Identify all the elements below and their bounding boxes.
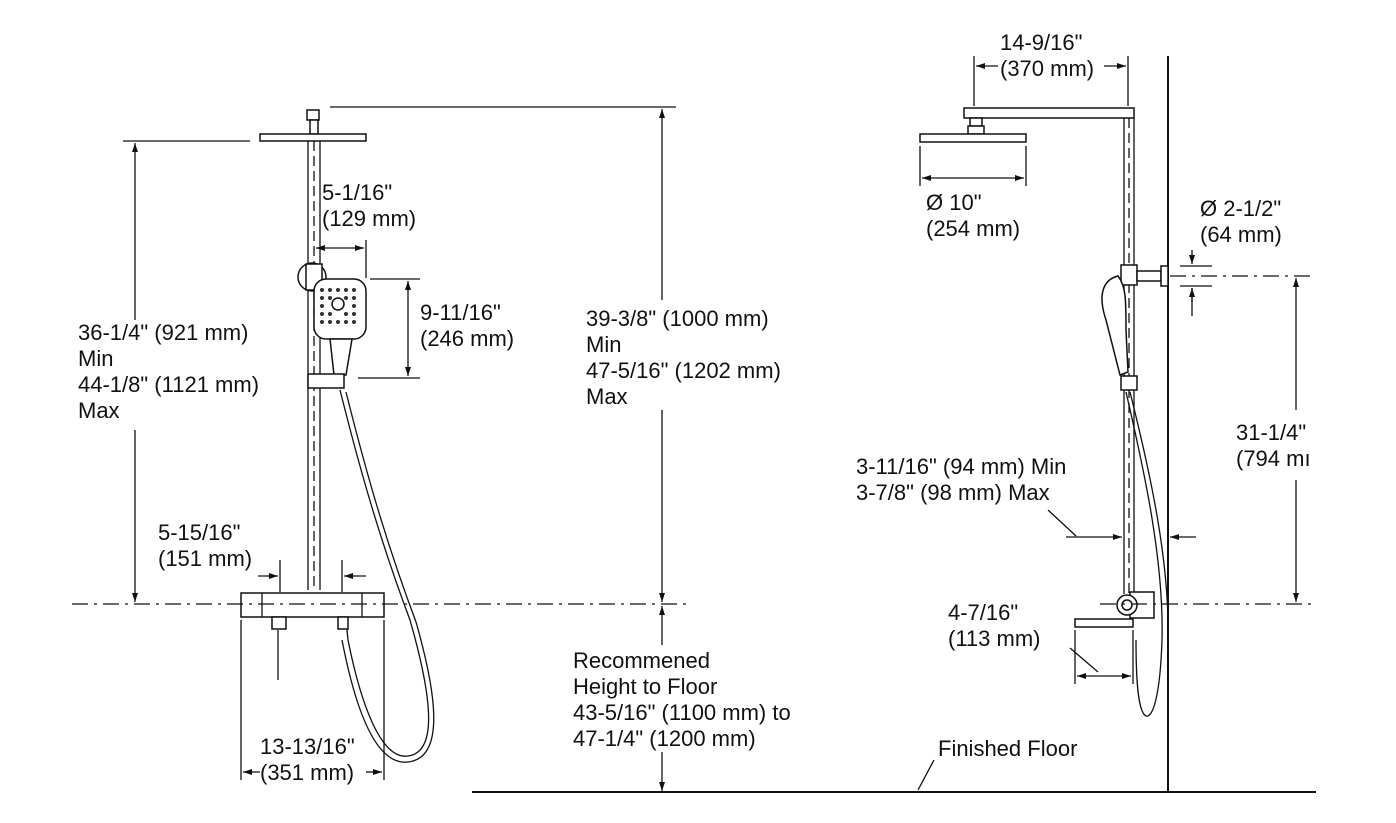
front-handshower [297,262,367,389]
handshower-offset-label: 5-1/16" (129 mm) [322,180,417,231]
side-overhead-arm [919,107,1135,143]
front-view [72,106,686,791]
front-handshower-nozzles [320,288,356,324]
front-rain-head [259,109,367,142]
flange-diameter-label: Ø 2-1/2" (64 mm) [1200,196,1282,247]
head-diameter-label: Ø 10" (254 mm) [926,190,1021,241]
finished-floor-leader [917,759,935,791]
outlet-height-label: 31-1/4" (794 mı [1236,420,1311,471]
spout-length-label: 4-7/16" (113 mm) [948,600,1041,651]
top-height-label: 39-3/8" (1000 mm) Min 47-5/16" (1202 mm)… [586,306,781,409]
front-thermostatic-valve [240,592,385,630]
front-shower-column [307,141,321,590]
side-thermostatic-valve [1074,591,1155,628]
front-hose [339,389,430,757]
recommended-height-label: Recommened Height to Floor 43-5/16" (110… [573,648,791,751]
side-view [919,56,1316,792]
arm-length-label: 14-9/16" (370 mm) [1000,30,1095,81]
side-hose [1125,391,1163,717]
wall-offset-label: 3-11/16" (94 mm) Min 3-7/8" (98 mm) Max [856,454,1067,505]
side-handshower [1101,275,1129,376]
side-shower-column [1120,118,1169,594]
valve-width-label: 13-13/16" (351 mm) [260,734,355,785]
overall-height-label: 36-1/4" (921 mm) Min 44-1/8" (1121 mm) M… [78,320,260,423]
finished-floor-label: Finished Floor [938,736,1078,761]
handshower-height-label: 9-11/16" (246 mm) [420,300,515,351]
valve-offset-label: 5-15/16" (151 mm) [158,520,253,571]
